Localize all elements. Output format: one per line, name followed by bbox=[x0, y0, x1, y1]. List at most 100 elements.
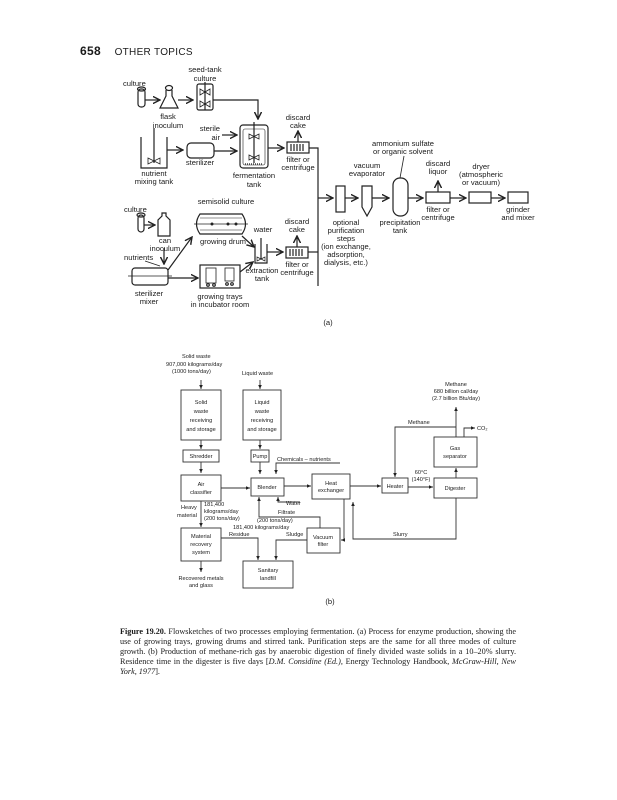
label-precipitation-tank: tank bbox=[393, 226, 408, 235]
label-nutrient-tank: mixing tank bbox=[135, 177, 174, 186]
label-discard-liquor: discard bbox=[426, 159, 450, 168]
label-heavy-material: material bbox=[177, 513, 197, 519]
filter-centrifuge-box bbox=[425, 191, 451, 204]
growing-trays-icon bbox=[199, 264, 241, 289]
label-grinder: and mixer bbox=[501, 213, 535, 222]
page-number: 658 bbox=[80, 44, 101, 58]
label-sterilizer-mixer: sterilizer bbox=[135, 289, 164, 298]
dryer-box bbox=[468, 191, 492, 204]
label-ammonium: ammonium sulfate bbox=[372, 139, 434, 148]
label-optional-purification: optional bbox=[333, 218, 360, 227]
label-heater: Heater bbox=[387, 484, 404, 490]
page-header: 658 OTHER TOPICS bbox=[80, 44, 193, 58]
heat-exchanger-box bbox=[311, 473, 351, 500]
label-flask: inoculum bbox=[153, 121, 183, 130]
label-solid-receiving: waste bbox=[193, 409, 209, 415]
label-co2: CO₂ bbox=[477, 426, 488, 432]
label-temperature: (140°F) bbox=[412, 477, 431, 483]
label-filter: centrifuge bbox=[421, 213, 454, 222]
label-vacuum-evaporator: evaporator bbox=[349, 169, 386, 178]
heater-box bbox=[381, 477, 409, 494]
label-filter: centrifuge bbox=[280, 268, 313, 277]
figure-label: Figure 19.20. bbox=[120, 627, 166, 636]
label-flow-rate: 181,400 kilograms/day bbox=[233, 525, 289, 531]
label-methane-output: Methane bbox=[445, 382, 467, 388]
label-sterile-air: sterile bbox=[200, 124, 220, 133]
caption-citation-end: ]. bbox=[155, 667, 160, 677]
label-optional-purification: dialysis, etc.) bbox=[324, 258, 368, 267]
can-icon bbox=[157, 212, 171, 237]
label-culture: culture bbox=[123, 79, 146, 88]
label-semisolid-culture: semisolid culture bbox=[198, 197, 255, 206]
label-optional-purification: (ion exchange, bbox=[321, 242, 371, 251]
label-solid-waste: 907,000 kilograms/day bbox=[166, 362, 222, 368]
label-sanitary-landfill: landfill bbox=[260, 576, 276, 582]
extraction-tank-icon bbox=[254, 238, 268, 264]
flow-arrow bbox=[167, 237, 192, 271]
label-sterile-air: air bbox=[212, 133, 221, 142]
label-solid-waste: Solid waste bbox=[182, 354, 211, 360]
label-sterilizer: sterilizer bbox=[186, 158, 215, 167]
caption-citation-author: D.M. Considine (Ed.) bbox=[268, 657, 341, 667]
label-culture: culture bbox=[124, 205, 147, 214]
label-pump: Pump bbox=[253, 454, 268, 460]
digester-box bbox=[433, 477, 478, 499]
label-material-recovery: Material bbox=[191, 534, 211, 540]
label-air-classifier: classifier bbox=[190, 490, 212, 496]
label-sludge: Sludge bbox=[286, 532, 303, 538]
label-growing-trays: growing trays bbox=[197, 292, 242, 301]
label-seed-tank: seed-tank bbox=[188, 65, 222, 74]
label-discard-cake: discard bbox=[285, 217, 309, 226]
label-can-inoculum: can bbox=[159, 236, 171, 245]
label-optional-purification: adsorption, bbox=[327, 250, 365, 259]
label-fermentation-tank: fermentation bbox=[233, 171, 275, 180]
label-liquid-receiving: and storage bbox=[247, 427, 277, 433]
grinder-box bbox=[507, 191, 529, 204]
label-gas-separator: Gas bbox=[450, 446, 460, 452]
label-gas-separator: separator bbox=[443, 454, 467, 460]
figure-caption: Figure 19.20. Flowsketches of two proces… bbox=[120, 627, 516, 677]
purification-column bbox=[335, 185, 346, 213]
label-filtrate: Filtrate bbox=[278, 510, 295, 516]
liquid-waste-receiving-box bbox=[242, 389, 282, 441]
filter-press-icon bbox=[285, 246, 309, 259]
label-water: Water bbox=[286, 501, 301, 507]
label-discard-cake: discard bbox=[286, 113, 310, 122]
label-can-inoculum: inoculum bbox=[150, 244, 180, 253]
label-filter: filter or bbox=[426, 205, 450, 214]
precipitation-tank-icon bbox=[392, 177, 409, 217]
label-growing-drum: growing drum bbox=[200, 237, 246, 246]
label-material-recovery: system bbox=[192, 550, 210, 556]
label-vacuum-filter: filter bbox=[318, 542, 329, 548]
label-liquid-waste: Liquid waste bbox=[242, 371, 273, 377]
label-solid-receiving: Solid bbox=[195, 400, 207, 406]
gas-separator-box bbox=[433, 436, 478, 468]
diagram-b-labels: Solid waste 907,000 kilograms/day (1000 … bbox=[166, 354, 488, 606]
label-fermentation-tank: tank bbox=[247, 180, 262, 189]
leader-line bbox=[399, 155, 405, 179]
label-dryer: or vacuum) bbox=[462, 178, 500, 187]
label-flow-rate: 181,400 bbox=[204, 502, 224, 508]
label-liquid-receiving: Liquid bbox=[255, 400, 270, 406]
label-extraction-tank: extraction bbox=[246, 266, 279, 275]
label-grinder: grinder bbox=[506, 205, 530, 214]
label-methane-output: (2.7 billion Btu/day) bbox=[432, 396, 480, 402]
label-nutrient-tank: nutrient bbox=[141, 169, 167, 178]
label-dryer: dryer bbox=[472, 162, 490, 171]
label-optional-purification: purification bbox=[328, 226, 365, 235]
label-solid-waste: (1000 tons/day) bbox=[172, 369, 211, 375]
label-methane-loop: Methane bbox=[408, 420, 430, 426]
flow-arrow bbox=[239, 262, 253, 273]
caption-text: Flowsketches of two processes employing … bbox=[120, 627, 516, 667]
label-heat-exchanger: exchanger bbox=[318, 488, 344, 494]
label-optional-purification: steps bbox=[337, 234, 355, 243]
label-flow-rate: (200 tons/day) bbox=[204, 516, 240, 522]
mixing-tank-icon bbox=[140, 128, 168, 169]
flow-line bbox=[309, 147, 319, 286]
seed-tank-icon bbox=[196, 82, 214, 111]
label-filter: filter or bbox=[286, 155, 310, 164]
label-sanitary-landfill: Sanitary bbox=[258, 568, 279, 574]
label-solid-receiving: receiving bbox=[190, 418, 212, 424]
caption-citation-publisher: McGraw-Hill, New York, 1977 bbox=[120, 657, 516, 677]
